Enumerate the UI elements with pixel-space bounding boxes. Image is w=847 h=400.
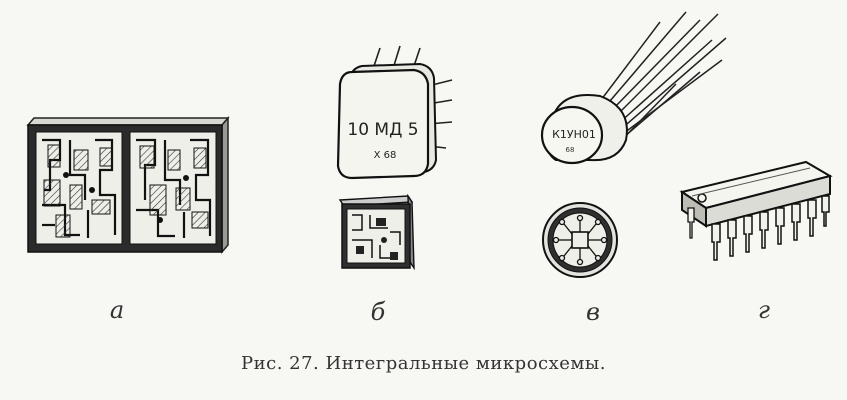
round-can-marking: К1УН01 [552, 128, 596, 141]
round-can-package-v: К1УН01 68 [540, 11, 727, 165]
square-can-package-b: 10 МД 5 Х 68 [336, 45, 453, 180]
label-b: б [370, 298, 386, 326]
figure-caption: Рис. 27. Интегральные микросхемы. [241, 353, 606, 374]
label-v: в [586, 298, 600, 326]
round-can-submark: 68 [566, 146, 575, 154]
square-can-marking: 10 МД 5 [347, 120, 418, 140]
label-g: г [757, 296, 771, 324]
round-can-top-view-v [542, 202, 618, 278]
square-die-b [338, 193, 415, 271]
square-can-submark: Х 68 [374, 150, 397, 161]
dip-package-g [679, 160, 833, 261]
label-a: а [109, 296, 125, 324]
hybrid-board-a [26, 115, 230, 255]
